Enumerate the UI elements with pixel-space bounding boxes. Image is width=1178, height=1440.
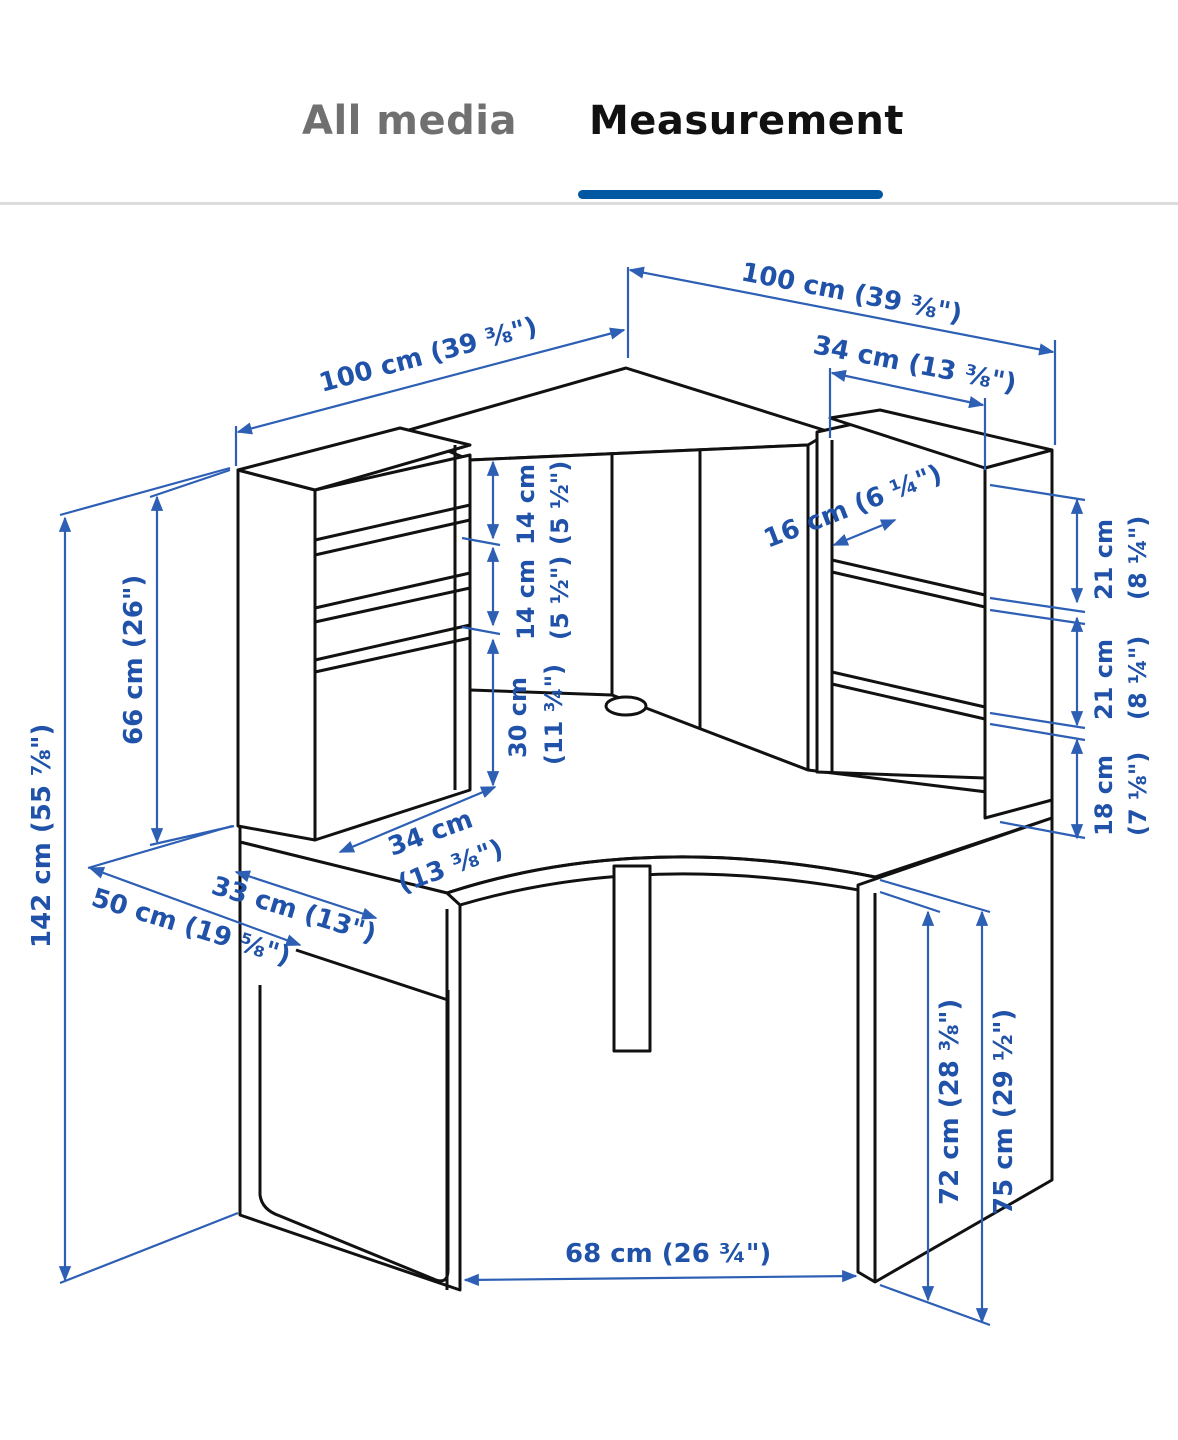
dim-total-height: 142 cm (55 ⅞") bbox=[27, 724, 57, 948]
tab-measurement[interactable]: Measurement bbox=[589, 98, 904, 144]
dim-hutch-height: 66 cm (26") bbox=[119, 575, 149, 745]
dim-right-gap-3-in: (7 ⅛") bbox=[1124, 752, 1152, 836]
desk-illustration bbox=[236, 366, 1054, 1292]
dim-right-gap-3-cm: 18 cm bbox=[1090, 755, 1118, 836]
dim-right-gap-2-cm: 21 cm bbox=[1090, 639, 1118, 720]
dimension-lines bbox=[58, 266, 1086, 1327]
dim-desk-height-outer: 75 cm (29 ½") bbox=[989, 1009, 1019, 1215]
dim-right-gap-1-in: (8 ¼") bbox=[1124, 516, 1152, 600]
dim-knee-width: 68 cm (26 ¾") bbox=[565, 1239, 771, 1269]
dim-desk-height-inner: 72 cm (28 ⅜") bbox=[935, 999, 965, 1205]
dim-right-gap-1-cm: 21 cm bbox=[1090, 519, 1118, 600]
dim-top-width-left: 100 cm (39 ⅜") bbox=[316, 312, 540, 399]
dim-top-width-right: 100 cm (39 ⅜") bbox=[739, 257, 965, 329]
dim-left-gap-2-cm: 14 cm bbox=[512, 559, 540, 640]
dim-left-gap-2-in: (5 ½") bbox=[546, 556, 574, 640]
media-tab-bar: All media Measurement bbox=[0, 0, 1178, 205]
dim-left-gap-1-cm: 14 cm bbox=[512, 464, 540, 545]
active-tab-indicator bbox=[578, 190, 883, 199]
desk-measurement-diagram: 100 cm (39 ⅜") 100 cm (39 ⅜") 34 cm (13 … bbox=[27, 257, 1152, 1327]
dim-left-gap-1-in: (5 ½") bbox=[546, 461, 574, 545]
dim-right-gap-2-in: (8 ¼") bbox=[1124, 636, 1152, 720]
dim-left-gap-3-in: (11 ¾") bbox=[540, 664, 568, 765]
dim-left-gap-3-cm: 30 cm bbox=[504, 677, 532, 758]
dim-shelf-width-right: 34 cm (13 ⅜") bbox=[811, 330, 1019, 399]
tab-all-media[interactable]: All media bbox=[302, 98, 517, 144]
